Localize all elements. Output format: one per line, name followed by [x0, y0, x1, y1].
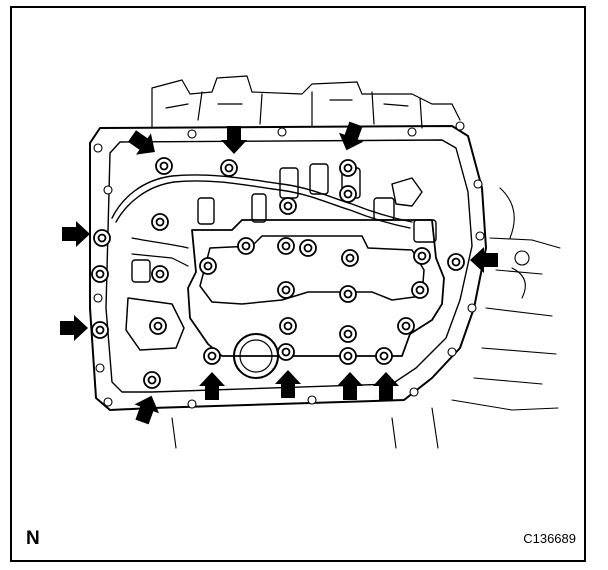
bolt [151, 265, 169, 283]
flange-inner [105, 139, 473, 393]
bolt [277, 237, 295, 255]
left-bracket [125, 297, 185, 351]
bolt [299, 239, 317, 257]
arrow-icon [275, 370, 301, 398]
arrow-icon [338, 121, 364, 151]
arrow-icon [199, 372, 225, 400]
bolt [279, 317, 297, 335]
bolt [151, 213, 169, 231]
right-housing-lines [171, 187, 561, 449]
bolt [447, 253, 465, 271]
arrow-icon [470, 247, 498, 273]
arrow-icon [127, 130, 155, 155]
arrow-icon [221, 126, 247, 154]
bolt [91, 265, 109, 283]
bolt [277, 281, 295, 299]
figure-frame [10, 6, 586, 562]
bolt [93, 229, 111, 247]
bolt [91, 321, 109, 339]
wire-harness [111, 174, 413, 223]
flange-holes [93, 121, 485, 409]
bolt [341, 249, 359, 267]
arrow-icon [134, 395, 160, 425]
figure-code: C136689 [523, 531, 576, 546]
bolt-group [91, 157, 465, 389]
arrow-icon [62, 221, 90, 247]
bolt [413, 247, 431, 265]
housing-outline [151, 75, 461, 129]
bolt [339, 325, 357, 343]
bolt [375, 347, 393, 365]
arrow-icon [60, 315, 88, 341]
bolt [397, 317, 415, 335]
callout-arrows [60, 121, 498, 425]
valve-body-plate [187, 219, 445, 357]
bolt [277, 343, 295, 361]
bolt [237, 237, 255, 255]
bolt [220, 159, 238, 177]
bolt [339, 285, 357, 303]
solenoids [131, 163, 437, 283]
valve-body-bolt-diagram [60, 75, 561, 449]
strainer-boss [233, 333, 279, 379]
bolt [149, 317, 167, 335]
bolt [203, 347, 221, 365]
bolt [339, 185, 357, 203]
bolt [155, 157, 173, 175]
bolt [411, 281, 429, 299]
bolt [339, 159, 357, 177]
arrow-icon [337, 372, 363, 400]
bolt [339, 347, 357, 365]
bolt [143, 371, 161, 389]
valve-body-upper [199, 235, 425, 305]
bolt [199, 257, 217, 275]
orientation-mark: N [26, 528, 40, 549]
bolt [279, 197, 297, 215]
arrow-icon [373, 372, 399, 400]
